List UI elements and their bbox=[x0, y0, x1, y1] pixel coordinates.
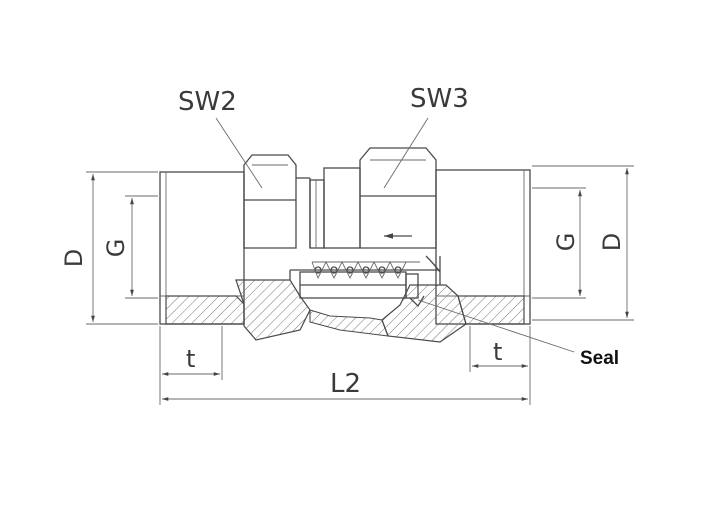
dim-g-right bbox=[532, 187, 586, 299]
label-t-right: t bbox=[493, 338, 502, 366]
label-g-right: G bbox=[552, 233, 580, 252]
hex-nut-sw3 bbox=[359, 147, 437, 249]
leader-sw2 bbox=[215, 117, 263, 189]
dim-g-left bbox=[125, 195, 158, 299]
dim-t-right bbox=[469, 326, 531, 405]
label-sw2: SW2 bbox=[178, 87, 237, 117]
label-seal: Seal bbox=[580, 348, 619, 369]
dim-d-right bbox=[532, 165, 634, 321]
label-d-right: D bbox=[598, 233, 626, 251]
leader-sw3 bbox=[383, 117, 429, 189]
section-view bbox=[165, 255, 525, 343]
waist-section bbox=[309, 167, 361, 249]
hex-nut-sw2 bbox=[243, 154, 311, 249]
label-l2: L2 bbox=[330, 369, 361, 399]
label-d-left: D bbox=[60, 249, 88, 267]
dim-t-left bbox=[159, 326, 223, 405]
leader-seal bbox=[417, 299, 575, 353]
dim-d-left bbox=[86, 171, 158, 325]
label-t-left: t bbox=[186, 345, 195, 373]
spring-icon bbox=[311, 260, 420, 280]
label-sw3: SW3 bbox=[410, 84, 469, 114]
label-g-left: G bbox=[102, 239, 130, 258]
